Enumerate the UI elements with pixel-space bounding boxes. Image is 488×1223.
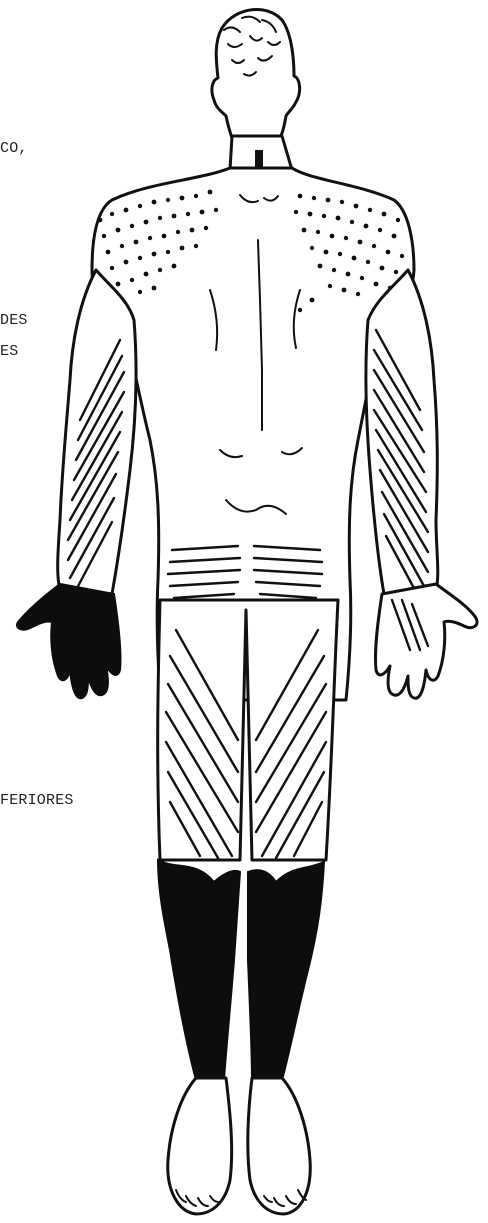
left-arm [58, 270, 136, 594]
left-lower-leg [158, 860, 240, 1080]
right-lower-leg [248, 862, 324, 1080]
left-hand [17, 584, 121, 698]
